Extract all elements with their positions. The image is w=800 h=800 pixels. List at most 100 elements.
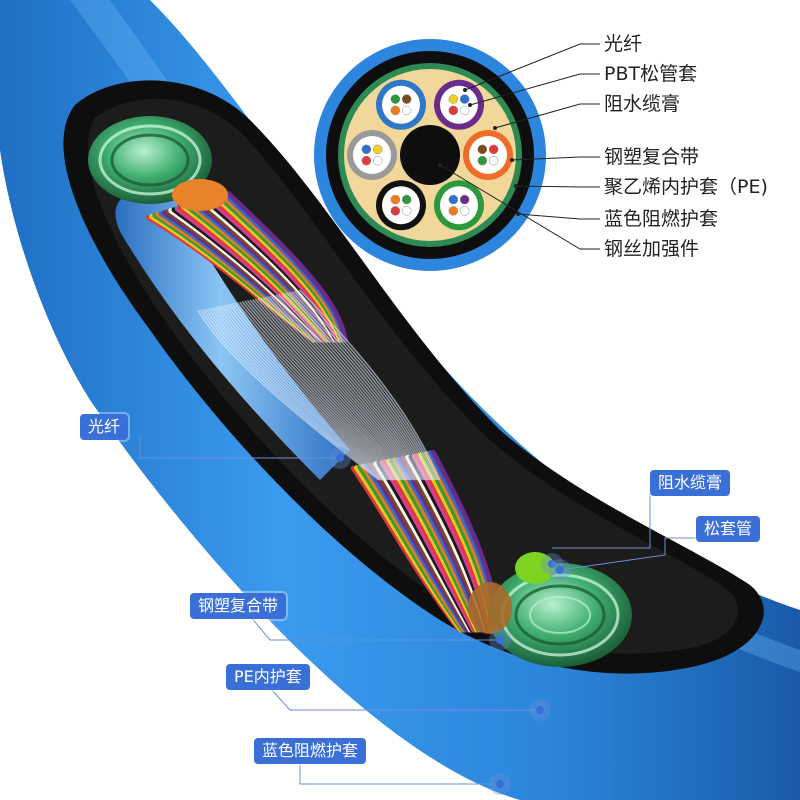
steel-tape-coil-bottom bbox=[468, 552, 632, 667]
bare-fiber bbox=[257, 297, 416, 481]
bare-fiber bbox=[270, 295, 424, 481]
bare-fiber bbox=[296, 290, 439, 481]
xs-fiber bbox=[390, 94, 401, 104]
tag-leader bbox=[249, 615, 500, 641]
xs-leader bbox=[511, 156, 600, 161]
bare-fiber bbox=[202, 308, 383, 481]
bare-fiber bbox=[215, 306, 391, 481]
xs-fiber bbox=[390, 206, 401, 216]
tag-leader bbox=[559, 537, 696, 571]
xs-tube-gel bbox=[353, 136, 391, 174]
label-steel-wire-member: 钢丝加强件 bbox=[604, 238, 700, 260]
xs-fiber bbox=[390, 105, 401, 116]
xs-fiber bbox=[448, 105, 459, 116]
bare-fiber bbox=[210, 307, 388, 481]
bare-fiber bbox=[267, 295, 422, 481]
xs-fiber bbox=[448, 94, 459, 104]
bare-fiber bbox=[249, 299, 411, 481]
xs-fiber bbox=[459, 194, 470, 205]
bare-fiber bbox=[218, 305, 392, 481]
tag-leader bbox=[269, 687, 540, 711]
leader-lines bbox=[139, 437, 696, 795]
tag-leader bbox=[299, 762, 500, 785]
xs-fiber bbox=[459, 105, 470, 116]
xs-leader-dot bbox=[493, 126, 497, 130]
xs-tube-gel bbox=[440, 186, 478, 225]
leader-dot bbox=[536, 706, 544, 714]
label-steel-plastic-tape: 钢塑复合带 bbox=[604, 146, 700, 168]
xs-fiber bbox=[401, 94, 412, 104]
xs-fiber bbox=[401, 105, 412, 116]
label-pbt-loose-tube: PBT松管套 bbox=[604, 63, 698, 85]
leader-dot bbox=[336, 454, 344, 462]
xs-leader-dot bbox=[510, 158, 514, 162]
xs-leader bbox=[515, 185, 600, 188]
bare-fiber bbox=[246, 300, 410, 481]
xs-fiber bbox=[477, 155, 488, 166]
tag-pe-inner-sheath: PE内护套 bbox=[226, 664, 310, 690]
tag-blue-jacket: 蓝色阻燃护套 bbox=[254, 738, 367, 764]
xs-leader bbox=[439, 164, 600, 250]
bare-fiber bbox=[199, 309, 381, 481]
bare-fiber bbox=[220, 305, 394, 481]
label-optical-fiber: 光纤 bbox=[604, 33, 643, 55]
bare-fiber bbox=[207, 307, 386, 481]
bare-fiber bbox=[241, 301, 406, 481]
xs-leader bbox=[494, 103, 600, 129]
bare-fiber bbox=[283, 292, 431, 481]
xs-fiber bbox=[401, 206, 412, 216]
xs-fiber bbox=[372, 155, 383, 166]
bare-fiber bbox=[298, 289, 441, 481]
xs-steel-wire-member bbox=[400, 125, 460, 185]
bare-fiber bbox=[272, 294, 425, 481]
bare-fiber bbox=[278, 293, 428, 481]
bare-fiber bbox=[293, 290, 438, 481]
xs-leader-dot bbox=[438, 163, 442, 167]
bare-fiber bbox=[233, 302, 402, 481]
bare-fiber bbox=[225, 304, 397, 481]
xs-leader-dot bbox=[516, 212, 520, 216]
xs-fiber bbox=[361, 155, 372, 166]
bare-fiber bbox=[244, 300, 408, 481]
xs-fiber bbox=[459, 94, 470, 104]
bare-optical-fibers bbox=[197, 289, 441, 481]
cross-section bbox=[314, 39, 600, 271]
xs-fiber bbox=[477, 144, 488, 155]
leader-dot bbox=[496, 636, 504, 644]
steel-tape-coil-top bbox=[88, 116, 228, 211]
xs-fiber bbox=[372, 144, 383, 155]
tag-leader bbox=[552, 494, 651, 549]
xs-fiber bbox=[488, 144, 499, 155]
tag-steel-plastic-tape: 钢塑复合带 bbox=[190, 593, 287, 619]
bare-fiber bbox=[212, 306, 389, 481]
jacket-highlight bbox=[70, 0, 800, 672]
leader-dot bbox=[548, 560, 556, 568]
bare-fiber bbox=[238, 301, 405, 481]
xs-fiber bbox=[401, 194, 412, 205]
bare-fiber bbox=[259, 297, 417, 481]
xs-leader bbox=[517, 213, 600, 220]
xs-fiber bbox=[390, 194, 401, 205]
bare-fiber bbox=[236, 302, 403, 481]
bare-fiber bbox=[291, 291, 436, 481]
xs-fiber bbox=[448, 194, 459, 205]
label-blue-jacket: 蓝色阻燃护套 bbox=[604, 208, 719, 230]
bare-fiber bbox=[285, 292, 433, 481]
tag-loose-tube: 松套管 bbox=[696, 516, 761, 542]
bare-fiber bbox=[223, 304, 395, 481]
bare-fiber bbox=[265, 296, 421, 481]
xs-leader-dot bbox=[468, 103, 472, 107]
leader-dot bbox=[556, 566, 564, 574]
tag-optical-fiber: 光纤 bbox=[80, 414, 129, 440]
xs-fiber bbox=[488, 155, 499, 166]
xs-leader-dot bbox=[463, 88, 467, 92]
bare-fiber bbox=[280, 293, 430, 481]
xs-fiber bbox=[448, 206, 459, 216]
tag-leader bbox=[139, 437, 340, 459]
bare-fiber bbox=[288, 291, 435, 481]
label-pe-inner-sheath: 聚乙烯内护套（PE) bbox=[604, 176, 768, 198]
bare-fiber bbox=[254, 298, 414, 481]
bare-fiber bbox=[197, 309, 380, 481]
